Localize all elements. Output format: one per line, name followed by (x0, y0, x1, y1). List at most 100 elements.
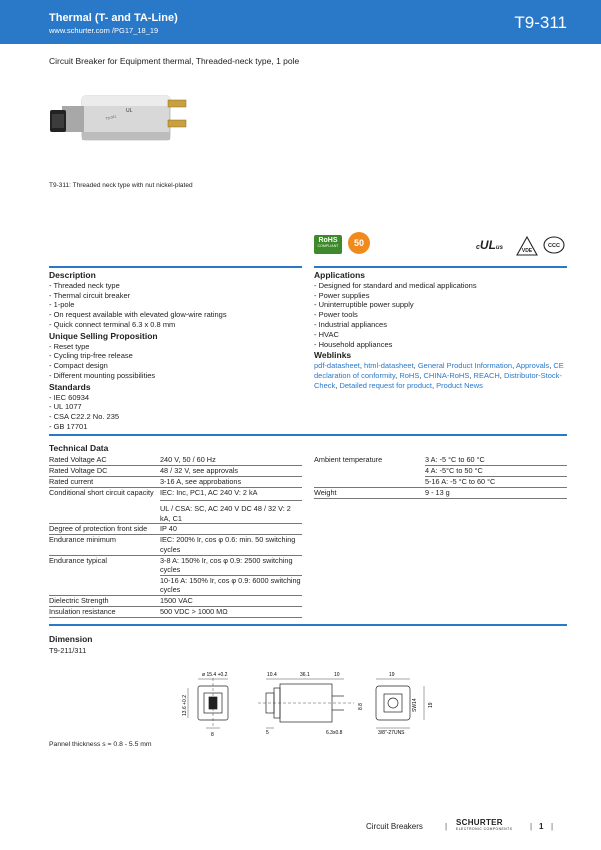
footer-separator: | (445, 822, 448, 831)
product-subtitle: Circuit Breaker for Equipment thermal, T… (49, 56, 300, 66)
svg-text:T9-311: T9-311 (105, 114, 117, 121)
list-item: Different mounting possibilities (49, 371, 302, 381)
section-divider (49, 624, 567, 626)
fifty-years-badge: 50 (348, 232, 370, 254)
svg-text:VDE: VDE (522, 248, 533, 254)
list-item: GB 17701 (49, 422, 302, 432)
section-divider (314, 266, 567, 268)
list-item: Cycling trip-free release (49, 351, 302, 361)
header-url[interactable]: www.schurter.com /PG17_18_19 (49, 26, 159, 35)
dim-label: 13.6 +0.2 (182, 695, 188, 716)
usp-heading: Unique Selling Proposition (49, 330, 158, 341)
list-item: Power supplies (314, 291, 567, 301)
right-info-column: Applications Designed for standard and m… (314, 269, 567, 391)
dim-label: 8 (211, 732, 214, 738)
dim-label: 19 (428, 702, 434, 708)
link-pdf-datasheet[interactable]: pdf-datasheet (314, 361, 360, 371)
end-view (375, 678, 425, 729)
left-info-column: Description Threaded neck type Thermal c… (49, 269, 302, 432)
dimension-heading: Dimension (49, 634, 93, 644)
footer-category: Circuit Breakers (366, 822, 423, 831)
list-item: Power tools (314, 310, 567, 320)
weblinks-heading: Weblinks (314, 350, 352, 361)
vde-icon: VDE (516, 235, 538, 261)
ul-recognized-icon: cULus (476, 238, 503, 252)
table-row: 5-16 A: -5 °C to 60 °C (314, 476, 567, 488)
list-item: Uninterruptible power supply (314, 300, 567, 310)
rohs-badge: RoHS COMPLIANT (314, 235, 342, 254)
list-item: Compact design (49, 361, 302, 371)
list-item: CSA C22.2 No. 235 (49, 412, 302, 422)
standards-heading: Standards (49, 381, 91, 392)
dim-label: 36.1 (300, 672, 310, 678)
applications-heading: Applications (314, 270, 366, 280)
product-caption: T9-311: Threaded neck type with nut nick… (49, 182, 193, 189)
technical-data-heading: Technical Data (49, 443, 109, 453)
link-product-news[interactable]: Product News (436, 380, 483, 390)
section-divider (49, 434, 567, 436)
table-row: UL / CSA: SC, AC 240 V DC 48 / 32 V: 2 k… (49, 500, 302, 525)
front-view (187, 678, 229, 729)
list-item: 1-pole (49, 300, 302, 310)
page-number: 1 (539, 822, 544, 831)
list-item: IEC 60934 (49, 393, 302, 403)
dim-label: 3/8"-27UNS (378, 730, 405, 736)
list-item: Designed for standard and medical applic… (314, 281, 567, 291)
product-image: T9-311 UL (50, 95, 187, 141)
dimension-drawing: ø 15.4 +0.2 13.6 +0.2 8 10.4 36.1 10 5 6… (182, 672, 434, 738)
list-item: Thermal circuit breaker (49, 291, 302, 301)
footer-separator: | (551, 822, 554, 831)
dim-label: 19 (389, 672, 395, 678)
link-html-datasheet[interactable]: html-datasheet (364, 361, 414, 371)
dim-label: 6.3x0.8 (326, 730, 343, 736)
dim-label: 10.4 (267, 672, 277, 678)
page-header: Thermal (T- and TA-Line) www.schurter.co… (0, 0, 601, 44)
dim-label: 8.8 (358, 703, 364, 710)
list-item: On request available with elevated glow-… (49, 310, 302, 320)
schurter-logo: SCHURTER ELECTRONIC COMPONENTS (456, 818, 513, 831)
side-view (258, 678, 354, 729)
product-code: T9-311 (514, 13, 567, 32)
list-item: Threaded neck type (49, 281, 302, 291)
list-item: UL 1077 (49, 402, 302, 412)
link-general-product-info[interactable]: General Product Information (417, 361, 513, 371)
list-item: Household appliances (314, 340, 567, 350)
svg-text:UL: UL (126, 108, 133, 114)
dim-label: SW14 (412, 698, 418, 712)
svg-text:CCC: CCC (548, 243, 560, 249)
table-row: 10-16 A: 150% Ir, cos φ 0.9: 6000 switch… (160, 575, 302, 597)
series-title: Thermal (T- and TA-Line) (49, 12, 178, 24)
link-approvals[interactable]: Approvals (515, 361, 550, 371)
link-detailed-request[interactable]: Detailed request for product (339, 380, 432, 390)
weblinks-list: pdf-datasheet, html-datasheet, General P… (314, 361, 564, 390)
link-ce-declaration[interactable]: CE declaration of conformity (314, 361, 564, 380)
list-item: HVAC (314, 330, 567, 340)
table-row: 4 A: -5°C to 50 °C (314, 465, 567, 477)
dimension-subheading: T9-211/311 (49, 646, 87, 655)
description-heading: Description (49, 270, 96, 280)
dim-label: 5 (266, 730, 269, 736)
link-rohs[interactable]: RoHS (399, 370, 420, 380)
link-distributor-stock-check[interactable]: Distributor-Stock-Check (314, 370, 562, 390)
section-divider (49, 266, 302, 268)
pannel-note: Pannel thickness s = 0.8 - 5.5 mm (49, 741, 152, 748)
dim-label: 10 (334, 672, 340, 678)
link-reach[interactable]: REACH (473, 370, 500, 380)
dim-label: ø 15.4 +0.2 (202, 672, 228, 678)
link-china-rohs[interactable]: CHINA-RoHS (423, 370, 470, 380)
list-item: Industrial appliances (314, 320, 567, 330)
list-item: Quick connect terminal 6.3 x 0.8 mm (49, 320, 302, 330)
